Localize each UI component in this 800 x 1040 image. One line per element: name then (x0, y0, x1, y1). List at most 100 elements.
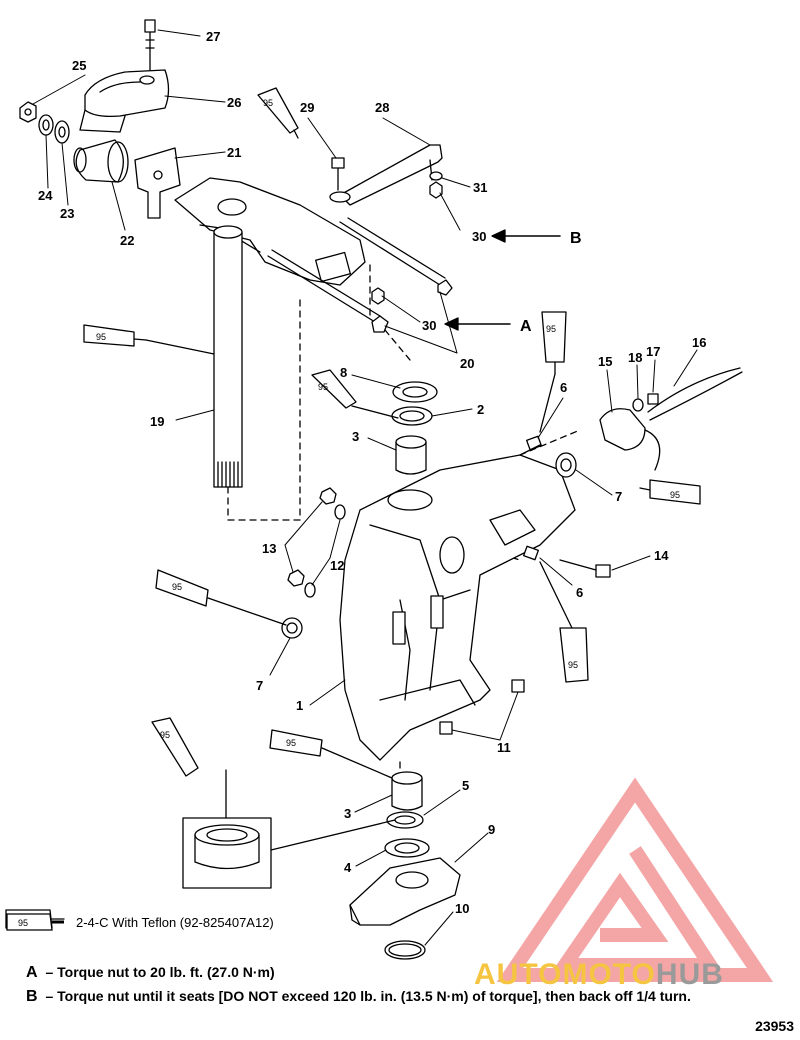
legend-tube-label: 95 (18, 918, 28, 928)
callout-17: 17 (646, 344, 660, 359)
callout-25: 25 (72, 58, 86, 73)
callout-A: A (520, 318, 532, 335)
trim-switch-15 (599, 408, 661, 471)
bushing-3-upper (395, 435, 427, 475)
callout-6-right: 6 (560, 380, 567, 395)
washer-23 (54, 120, 70, 144)
note-b: B – Torque nut until it seats [DO NOT ex… (26, 987, 726, 1006)
grease-tube-6 (155, 569, 287, 626)
tube-label: 95 (546, 324, 556, 334)
ring-10 (384, 940, 426, 960)
watermark-logo (496, 777, 774, 982)
grease-tube-5 (639, 479, 701, 505)
nut-13 (287, 487, 337, 587)
callout-9: 9 (488, 822, 495, 837)
tie-bolts-20 (267, 217, 453, 333)
watermark-text-hub: HUB (655, 958, 724, 991)
legend-text: 2-4-C With Teflon (92-825407A12) (76, 914, 274, 930)
callout-20: 20 (460, 356, 474, 371)
tube-label: 95 (263, 98, 273, 108)
tube-label: 95 (96, 332, 106, 342)
callout-12: 12 (330, 558, 344, 573)
callout-11: 11 (497, 740, 511, 755)
washer-31 (429, 171, 443, 181)
callout-10: 10 (455, 901, 469, 916)
grease-tube-8 (269, 729, 393, 779)
nut-25 (19, 101, 37, 123)
callout-30-lower: 30 (422, 318, 436, 333)
callout-29: 29 (300, 100, 314, 115)
link-rod-28 (339, 144, 443, 206)
tube-label: 95 (568, 660, 578, 670)
bushing-7-left (281, 617, 303, 639)
tube-label: 95 (160, 730, 170, 740)
plate-21 (134, 147, 181, 219)
swivel-bracket-1 (339, 454, 576, 761)
callout-26: 26 (227, 95, 241, 110)
callout-24: 24 (38, 188, 53, 203)
lower-yoke-9 (349, 857, 461, 926)
callout-1: 1 (296, 698, 303, 713)
callout-15: 15 (598, 354, 612, 369)
callout-7-right: 7 (615, 489, 622, 504)
steering-shaft-19 (213, 225, 243, 488)
washer-18 (632, 398, 644, 412)
callout-14: 14 (654, 548, 669, 563)
figure-reference-number: 23953 (755, 1018, 794, 1034)
callout-13: 13 (262, 541, 276, 556)
note-b-key: B (26, 988, 38, 1005)
note-b-text: – Torque nut until it seats [DO NOT exce… (45, 988, 691, 1004)
legend: 95 2-4-C With Teflon (92-825407A12) (6, 910, 274, 934)
note-a: A – Torque nut to 20 lb. ft. (27.0 N·m) (26, 963, 726, 982)
nut-30-lower (371, 287, 385, 305)
tube-label: 95 (172, 582, 182, 592)
note-a-text: – Torque nut to 20 lb. ft. (27.0 N·m) (45, 964, 275, 980)
tube-label: 95 (670, 490, 680, 500)
washer-24 (38, 114, 54, 136)
bushing-7-right (555, 452, 577, 478)
callout-19: 19 (150, 414, 164, 429)
bushing-detail-inset (182, 769, 396, 889)
note-a-key: A (26, 964, 38, 981)
callout-23: 23 (60, 206, 74, 221)
callout-2: 2 (477, 402, 484, 417)
bearing-8 (392, 381, 438, 403)
bushing-22 (73, 139, 129, 183)
arrow-B (491, 229, 561, 243)
callout-6-lower: 6 (576, 585, 583, 600)
grease-tube-3 (311, 369, 399, 419)
grease-tube-4 (539, 311, 567, 433)
clamp-26 (79, 69, 170, 133)
screws-11 (439, 679, 525, 735)
callout-B: B (570, 230, 582, 247)
watermark-text-auto: AUTOMOTO (474, 958, 656, 991)
grease-tube-2 (83, 324, 215, 355)
callout-28: 28 (375, 100, 389, 115)
callout-22: 22 (120, 233, 134, 248)
callout-31: 31 (473, 180, 487, 195)
watermark-text: AUTOMOTOHUB (474, 958, 724, 992)
bolt-29 (329, 157, 351, 203)
callout-3-upper: 3 (352, 429, 359, 444)
washer-12 (304, 504, 346, 598)
screw-17 (647, 393, 659, 405)
callout-7-left: 7 (256, 678, 263, 693)
grease-fitting-6-lower (523, 545, 539, 561)
callout-27: 27 (206, 29, 220, 44)
tube-label: 95 (286, 738, 296, 748)
screw-27 (144, 19, 156, 79)
callout-4: 4 (344, 860, 352, 875)
grease-tube-icon: 95 (6, 913, 64, 931)
leader-lines (32, 29, 698, 946)
bushing-3-lower (391, 771, 423, 811)
wire-harness-16 (647, 367, 743, 421)
bearing-4 (384, 838, 430, 858)
nut-30-upper (429, 181, 443, 199)
grease-tube-1 (257, 87, 299, 139)
callout-5: 5 (462, 778, 469, 793)
grease-tube-9 (151, 717, 199, 777)
steering-arm (174, 177, 366, 286)
tube-label: 95 (318, 382, 328, 392)
grease-fitting-6-right (519, 435, 542, 456)
